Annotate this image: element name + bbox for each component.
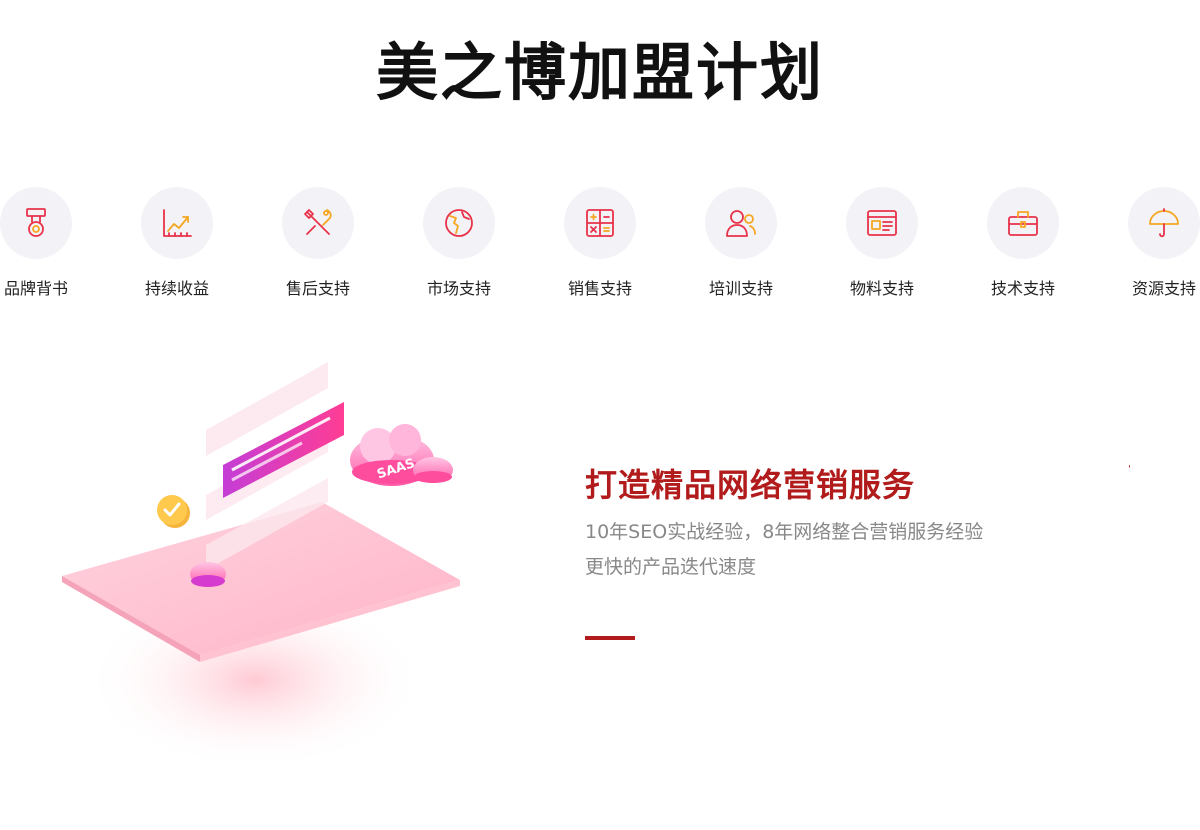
feature-sales[interactable]: 销售支持 [544, 187, 654, 302]
feature-label: 培训支持 [708, 279, 773, 298]
browser-window-icon [846, 187, 918, 259]
feature-label: 技术支持 [990, 279, 1055, 298]
feature-training[interactable]: 培训支持 [685, 187, 795, 302]
feature-tech[interactable]: 技术支持 [967, 187, 1077, 302]
service-description: 更快的产品迭代速度 [585, 556, 757, 578]
feature-label: 资源支持 [1131, 279, 1196, 298]
service-description: 10年SEO实战经验，8年网络整合营销服务经验 [585, 521, 984, 543]
feature-brand[interactable]: 品牌背书 [0, 187, 90, 302]
saas-illustration: SAAS [40, 350, 500, 790]
stray-mark: ' [1128, 464, 1131, 475]
page-title: 美之博加盟计划 [375, 36, 824, 109]
umbrella-icon [1128, 187, 1200, 259]
feature-market[interactable]: 市场支持 [403, 187, 513, 302]
users-icon [705, 187, 777, 259]
toolbox-icon [987, 187, 1059, 259]
feature-label: 售后支持 [285, 279, 350, 298]
calculator-icon [564, 187, 636, 259]
feature-label: 物料支持 [849, 279, 914, 298]
chart-growth-icon [141, 187, 213, 259]
feature-label: 市场支持 [426, 279, 491, 298]
feature-label: 销售支持 [567, 279, 632, 298]
feature-list: 品牌背书 持续收益 售后支持 [0, 187, 1200, 307]
feature-after-sales[interactable]: 售后支持 [262, 187, 372, 302]
medal-icon [0, 187, 72, 259]
feature-materials[interactable]: 物料支持 [826, 187, 936, 302]
feature-label: 持续收益 [144, 279, 209, 298]
tools-icon [282, 187, 354, 259]
feature-label: 品牌背书 [3, 279, 68, 298]
feature-resources[interactable]: 资源支持 [1108, 187, 1200, 302]
globe-icon [423, 187, 495, 259]
service-title: 打造精品网络营销服务 [585, 466, 916, 504]
accent-divider [585, 636, 635, 640]
feature-income[interactable]: 持续收益 [121, 187, 231, 302]
